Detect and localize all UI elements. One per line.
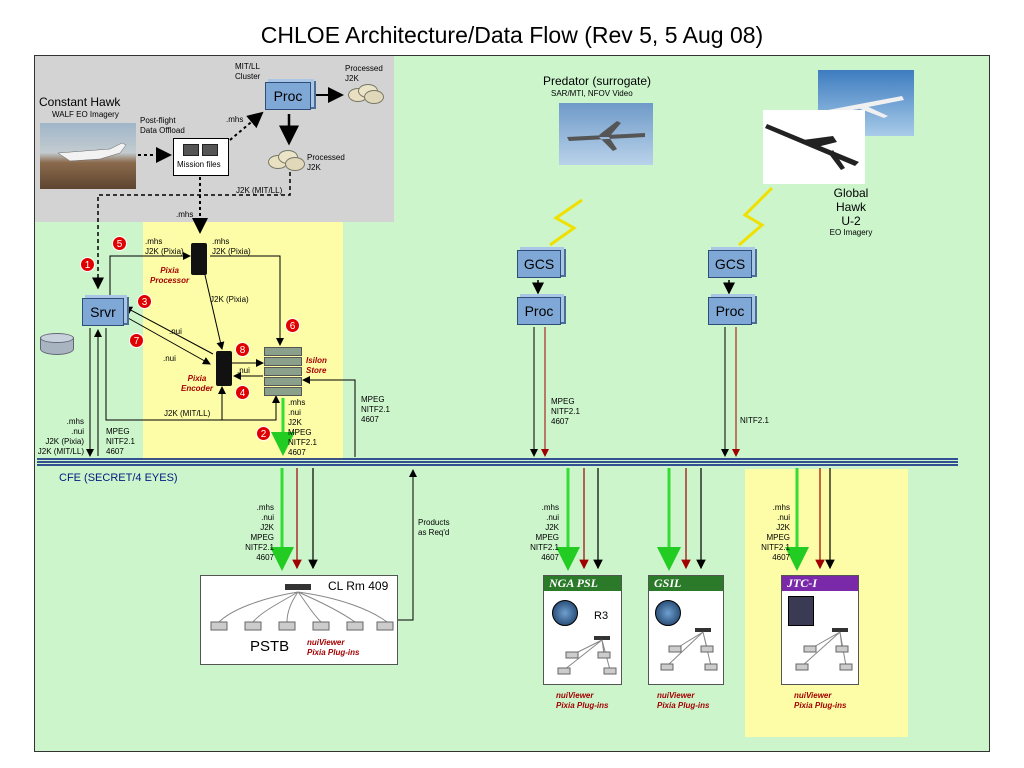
pstb-name: PSTB [250,638,290,655]
step-badge-4: 4 [235,385,250,400]
mhs-down-label: .mhs [176,210,194,219]
workstation-network-icon [557,636,617,675]
pixia-encoder-icon [216,351,232,386]
nga-psl-box: NGA PSL R3 [543,575,622,685]
workstation-network-icon [210,591,394,631]
predator-aircraft-image [559,103,653,165]
step-badge-5: 5 [112,236,127,251]
nui-label-b: .nui [163,354,176,363]
cfe-network-label: CFE (SECRET/4 EYES) [59,472,178,484]
jtc-shield-icon [788,596,814,626]
gcs-box-predator: GCS [517,250,561,278]
jtc-i-box: JTC-I [781,575,859,685]
global-hawk-image [818,70,914,136]
gsil-box: GSIL [648,575,724,685]
j2k-mitll-label: J2K (MIT/LL) [236,186,283,195]
proc-box-predator: Proc [517,297,561,325]
mission-files-label: Mission files [177,160,221,169]
predator-title: Predator (surrogate) [543,74,652,88]
isilon-storage-icon [264,347,302,397]
global-hawk-out-label: NITF2.1 [740,416,769,425]
mitll-proc-box: Proc [265,82,311,110]
workstation-network-icon [660,628,718,671]
nga-psl-header: NGA PSL [544,576,621,591]
u2-icon [765,124,859,170]
database-icon [40,333,74,357]
constant-hawk-sub: WALF EO Imagery [52,110,119,119]
jtc-i-header: JTC-I [782,576,858,591]
proc-to-encoder-label: J2K (Pixia) [210,295,249,304]
disc-stack-icon [348,84,384,104]
drone-icon [567,121,645,151]
mission-files-box: Mission files [173,138,229,176]
step-badge-8: 8 [235,342,250,357]
pixia-processor-icon [191,243,207,275]
u2-image [763,110,865,184]
plane-icon [57,142,127,162]
step-badge-2: 2 [256,426,271,441]
hard-drive-icon [183,144,199,156]
j2k-mitll-bottom-label: J2K (MIT/LL) [164,409,211,418]
proc-box-global-hawk: Proc [708,297,752,325]
network-switch-icon [285,584,311,590]
constant-hawk-aircraft-image [40,123,136,189]
nga-room-label: R3 [594,610,609,622]
mhs-to-proc-label: .mhs [226,115,244,124]
constant-hawk-title: Constant Hawk [39,95,121,109]
hard-drive-icon [202,144,218,156]
server-box: Srvr [82,298,124,326]
disc-stack-icon [268,150,305,171]
workstation-network-icon [795,628,853,671]
step-badge-3: 3 [137,294,152,309]
nga-seal-icon [552,600,578,626]
pstb-room-label: CL Rm 409 [328,579,389,593]
gsil-header: GSIL [649,576,723,591]
gcs-box-global-hawk: GCS [708,250,752,278]
global-hawk-icon [828,96,904,118]
predator-sub: SAR/MTI, NFOV Video [551,89,633,98]
gsil-seal-icon [655,600,681,626]
step-badge-1: 1 [80,257,95,272]
nui-label-a: .nui [169,327,182,336]
page-title: CHLOE Architecture/Data Flow (Rev 5, 5 A… [260,22,764,48]
nui-label-c: .nui [237,366,250,375]
step-badge-7: 7 [129,333,144,348]
step-badge-6: 6 [285,318,300,333]
